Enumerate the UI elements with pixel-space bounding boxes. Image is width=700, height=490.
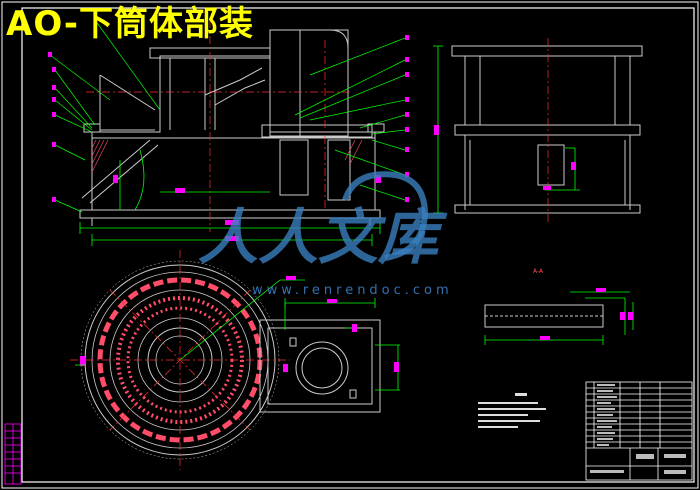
watermark-brand: 人人文库 bbox=[198, 203, 448, 273]
section-detail-dimensions bbox=[484, 288, 634, 345]
plan-view-dimensions bbox=[75, 276, 305, 366]
front-view-leaders bbox=[49, 19, 406, 213]
front-view-centerlines bbox=[86, 20, 350, 232]
technical-notes bbox=[478, 393, 546, 428]
watermark-logo bbox=[342, 171, 429, 261]
front-view-callout-tags bbox=[48, 35, 409, 202]
side-view-dimensions bbox=[433, 45, 580, 214]
side-view bbox=[451, 45, 643, 214]
watermark-url: www.renrendoc.com bbox=[252, 283, 453, 298]
title-block bbox=[585, 381, 693, 481]
motor-base-dimensions bbox=[283, 298, 400, 391]
drawing-title: AO-下筒体部装 bbox=[6, 4, 254, 44]
motor-base-plan bbox=[259, 319, 381, 413]
front-section-view bbox=[79, 29, 385, 226]
revision-strip bbox=[4, 423, 22, 485]
section-detail bbox=[484, 304, 604, 328]
title-block-text bbox=[590, 384, 686, 474]
front-view-dimensions bbox=[79, 149, 381, 246]
front-view-hatching bbox=[91, 139, 363, 173]
inner-frame bbox=[21, 7, 695, 483]
section-label: A-A bbox=[533, 268, 544, 275]
